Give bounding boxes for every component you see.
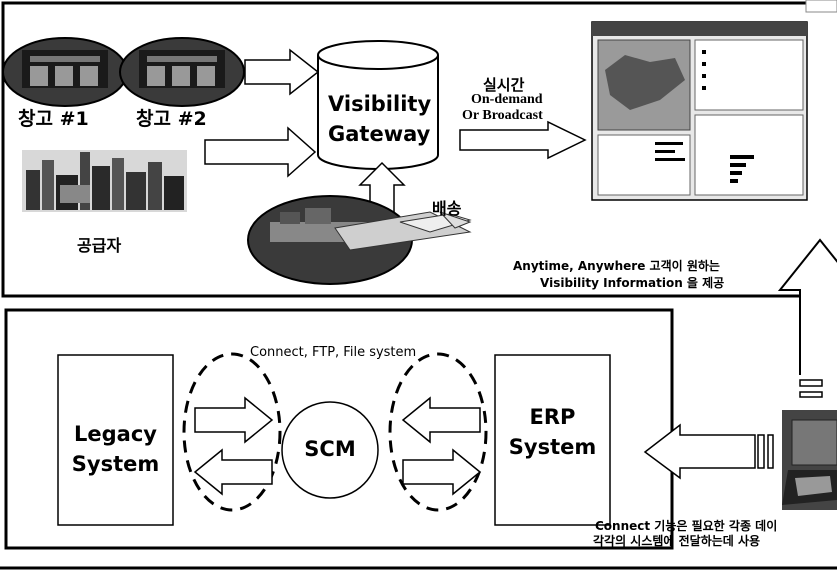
left-arrow-stripe-1 xyxy=(757,434,765,469)
connect-note-line1: Connect 기능은 필요한 각종 데이 xyxy=(595,519,778,533)
warehouse-2-photo xyxy=(119,37,245,107)
computer-to-erp-arrow xyxy=(643,423,756,480)
right-dashed-connector xyxy=(388,352,488,512)
shipping-photo xyxy=(247,195,472,285)
visibility-gateway-cylinder xyxy=(317,40,439,170)
erp-label-line2: System xyxy=(508,435,597,459)
gateway-to-dashboard-arrow xyxy=(459,120,587,160)
legacy-label-line2: System xyxy=(71,452,160,476)
legacy-system-box xyxy=(57,354,174,526)
bottom-panel-frame xyxy=(4,308,674,550)
gateway-label-line1: Visibility xyxy=(328,92,432,116)
or-broadcast-label: Or Broadcast xyxy=(462,108,543,123)
supplier-to-gateway-arrow xyxy=(204,126,317,178)
realtime-label: 실시간 xyxy=(483,76,525,94)
legacy-label-line1: Legacy xyxy=(74,422,157,446)
top-caption-line2: Visibility Information 을 제공 xyxy=(540,276,725,290)
scm-circle xyxy=(281,401,379,499)
left-arrow-stripe-2 xyxy=(767,434,774,469)
protocols-label: Connect, FTP, File system xyxy=(250,345,417,360)
left-dashed-connector xyxy=(182,352,282,512)
scm-to-erp-arrow xyxy=(402,448,482,496)
supplier-label: 공급자 xyxy=(77,236,122,255)
top-caption-line1: Anytime, Anywhere 고객이 원하는 xyxy=(513,259,720,273)
up-arrow-stripe-2 xyxy=(799,391,823,398)
erp-label-line1: ERP xyxy=(529,405,576,429)
scm-to-legacy-arrow xyxy=(193,448,273,496)
top-panel-frame xyxy=(1,1,837,298)
gateway-label-line2: Gateway xyxy=(328,122,431,146)
up-arrow-stripe-1 xyxy=(799,379,823,387)
dashboard-screenshot xyxy=(591,0,837,201)
erp-system-box xyxy=(494,354,611,526)
warehouse-to-gateway-arrow xyxy=(244,48,320,96)
warehouse-1-label: 창고 #1 xyxy=(18,108,89,130)
warehouse-2-label: 창고 #2 xyxy=(136,108,207,130)
connect-up-arrow xyxy=(777,238,837,375)
scm-label: SCM xyxy=(304,437,356,461)
delivery-label: 배송 xyxy=(432,199,462,218)
on-demand-label: On-demand xyxy=(471,92,543,107)
legacy-to-scm-arrow xyxy=(194,396,274,444)
connect-note-line2: 각각의 시스템에 전달하는데 사용 xyxy=(593,534,761,548)
erp-to-scm-arrow xyxy=(401,396,481,444)
warehouse-1-photo xyxy=(2,37,128,107)
computer-photo xyxy=(782,410,837,510)
supplier-photo xyxy=(22,150,187,212)
